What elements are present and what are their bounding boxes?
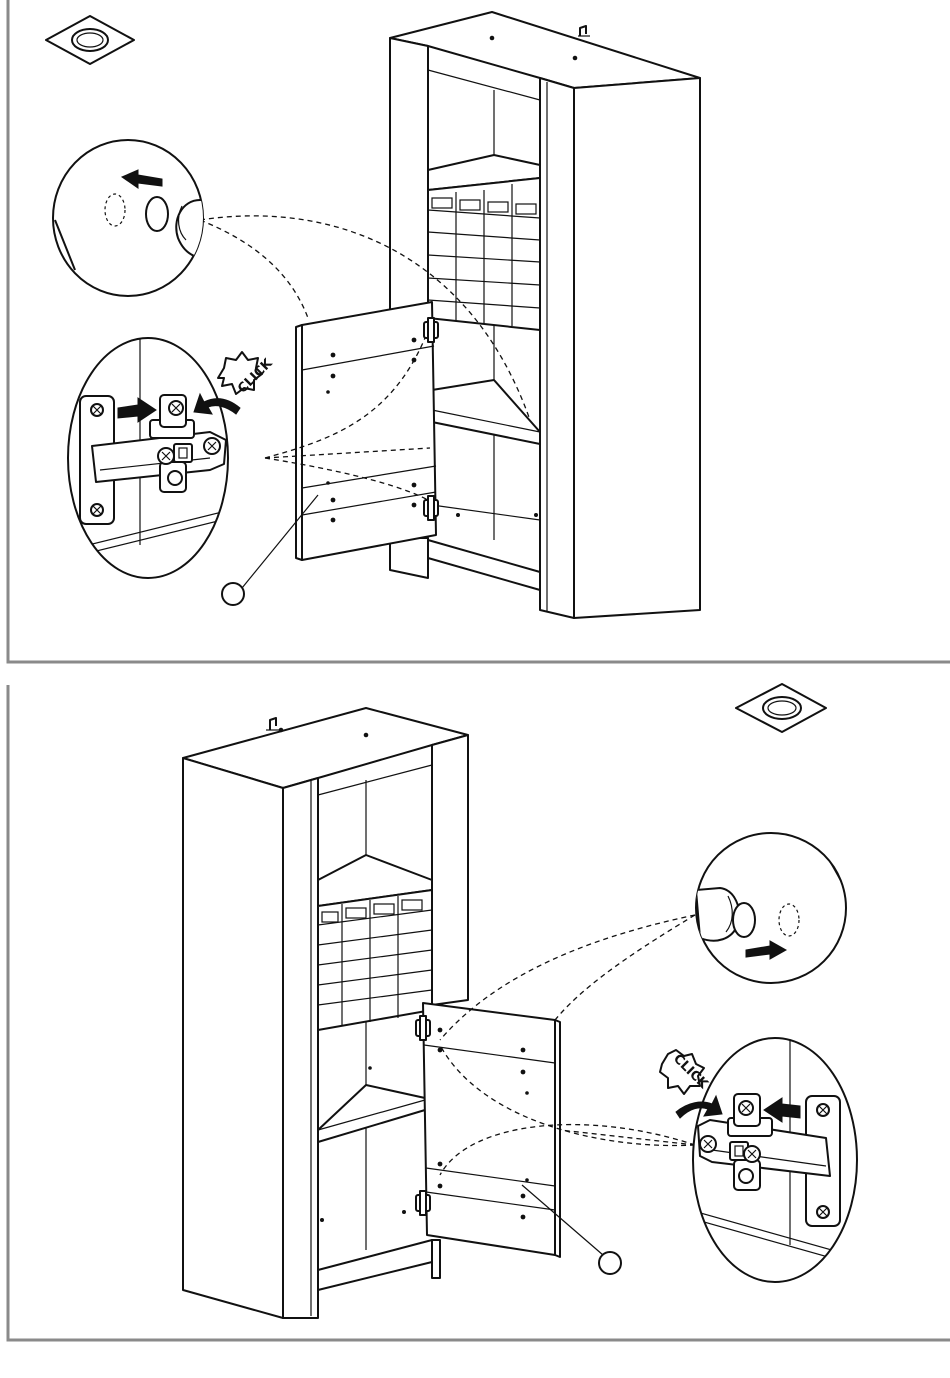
wine-rack-bottom <box>318 890 432 1030</box>
hinge-click-detail-top: CLICK <box>60 330 276 578</box>
cover-cap-icon-bottom <box>736 684 826 732</box>
door-bottom <box>416 1003 560 1257</box>
wine-rack <box>428 178 540 330</box>
wall-bracket-icon <box>578 26 590 36</box>
cap-insertion-detail <box>53 140 215 296</box>
click-starburst-icon: CLICK <box>218 352 276 397</box>
step-bottom: CLICK <box>183 684 860 1318</box>
door-hinge-upper <box>424 318 438 342</box>
hinge-click-detail-bottom: CLICK <box>660 1035 860 1282</box>
door-top <box>296 302 438 560</box>
cap-insertion-detail-bottom <box>696 833 846 983</box>
cover-cap-icon <box>46 16 134 64</box>
step-top: CLICK <box>46 12 700 618</box>
door-hinge-upper-bottom <box>416 1016 430 1040</box>
wall-bracket-icon-bottom <box>266 718 280 730</box>
door-hinge-lower-bottom <box>416 1191 430 1215</box>
click-starburst-icon-bottom: CLICK <box>660 1050 711 1094</box>
